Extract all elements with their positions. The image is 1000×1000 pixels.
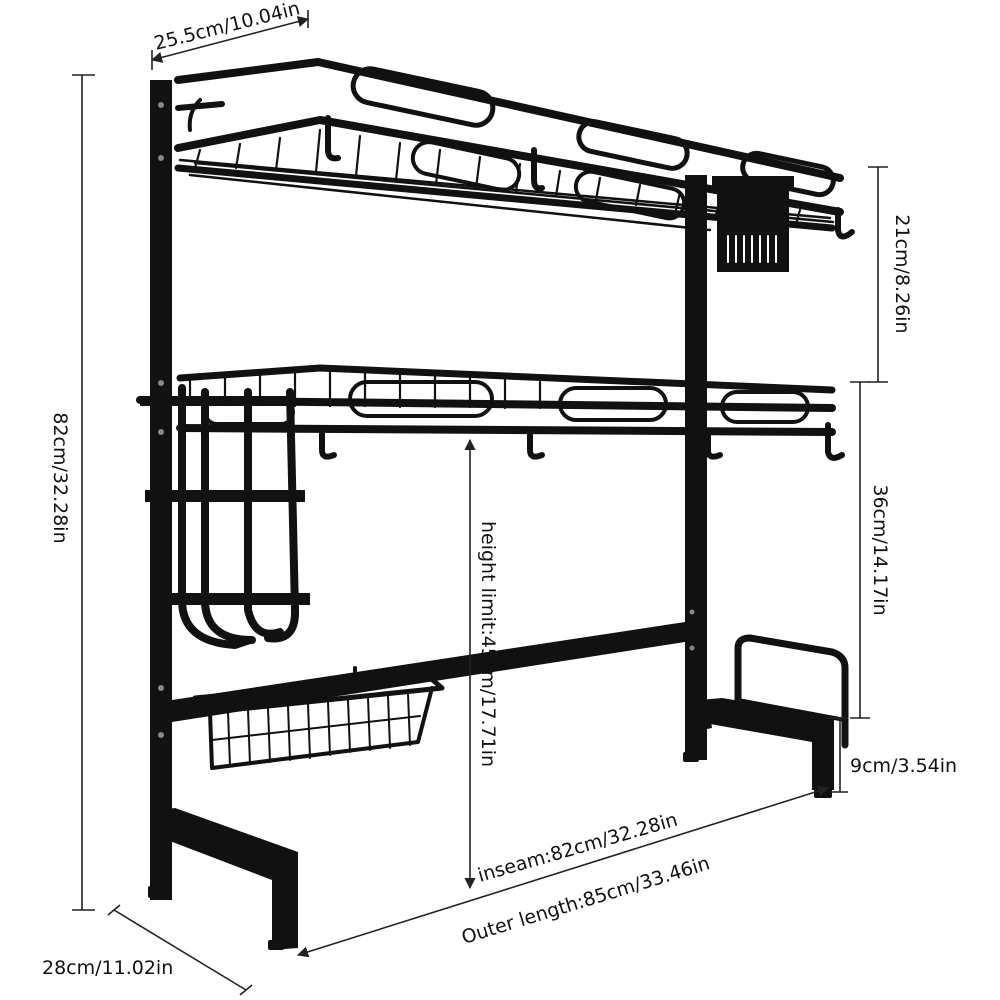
base-depth-label: 28cm/11.02in	[42, 957, 173, 979]
middle-tier-height-label: 36cm/14.17in	[869, 484, 891, 615]
cutting-board-holder	[734, 634, 849, 749]
side-hanging-rack	[140, 384, 310, 649]
top-tier-height-label: 21cm/8.26in	[891, 214, 913, 333]
top-depth-dimension	[150, 10, 310, 70]
top-depth-label: 25.5cm/10.04in	[152, 0, 302, 55]
total-height-label: 82cm/32.28in	[49, 412, 71, 543]
base-depth-dimension	[107, 904, 253, 996]
right-upright-post	[683, 175, 707, 762]
top-tier-height-dimension	[868, 166, 888, 383]
middle-tier-height-dimension	[850, 381, 870, 719]
dish-rack-illustration	[136, 58, 855, 950]
total-height-dimension	[72, 74, 95, 911]
utensil-holder	[712, 176, 794, 272]
outer-length-dimension	[296, 785, 830, 958]
height-limit-label: height limit:45cm/17.71in	[477, 521, 499, 767]
dimension-lines	[72, 10, 888, 996]
foot-height-dimension	[830, 717, 848, 793]
foot-height-label: 9cm/3.54in	[850, 755, 957, 777]
right-foot	[700, 698, 834, 798]
hanging-wire-basket	[192, 666, 445, 770]
lower-support-bar	[172, 622, 685, 722]
left-foot	[148, 808, 298, 950]
